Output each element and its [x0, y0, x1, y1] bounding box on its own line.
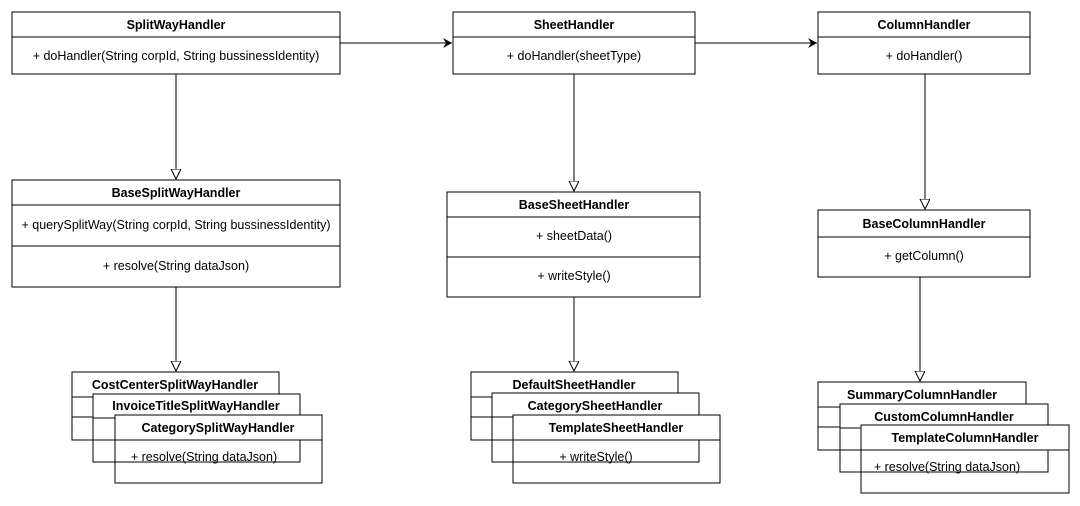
class-name: TemplateColumnHandler [891, 431, 1038, 445]
class-base-split-way-handler[interactable]: BaseSplitWayHandler + querySplitWay(Stri… [11, 179, 341, 288]
class-name: CustomColumnHandler [874, 410, 1014, 424]
class-base-column-handler[interactable]: BaseColumnHandler + getColumn() [817, 209, 1031, 278]
class-name: SheetHandler [534, 18, 615, 32]
class-template-column-handler[interactable]: TemplateColumnHandler [860, 424, 1070, 494]
method: + doHandler(sheetType) [507, 49, 641, 63]
class-name: DefaultSheetHandler [513, 378, 636, 392]
class-name: ColumnHandler [877, 18, 970, 32]
class-cost-center-split-way-handler[interactable]: CostCenterSplitWayHandler [71, 371, 280, 441]
method: + writeStyle() [537, 269, 610, 283]
method: + resolve(String dataJson) [131, 450, 277, 464]
class-column-handler[interactable]: ColumnHandler + doHandler() [817, 11, 1031, 75]
method: + resolve(String dataJson) [874, 460, 1020, 474]
class-summary-column-handler[interactable]: SummaryColumnHandler [817, 381, 1027, 451]
class-invoice-title-split-way-handler[interactable]: InvoiceTitleSplitWayHandler + resolve(St… [92, 393, 301, 464]
method: + resolve(String dataJson) [103, 259, 249, 273]
class-custom-column-handler[interactable]: CustomColumnHandler + resolve(String dat… [839, 403, 1049, 474]
class-name: SplitWayHandler [127, 18, 226, 32]
class-name: CategorySheetHandler [528, 399, 663, 413]
method: + getColumn() [884, 249, 964, 263]
method: + writeStyle() [559, 450, 632, 464]
class-name: CostCenterSplitWayHandler [92, 378, 258, 392]
class-name: BaseSplitWayHandler [112, 186, 241, 200]
method: + querySplitWay(String corpId, String bu… [21, 218, 330, 232]
method: + doHandler() [886, 49, 963, 63]
class-sheet-handler[interactable]: SheetHandler + doHandler(sheetType) [452, 11, 696, 75]
class-category-split-way-handler[interactable]: CategorySplitWayHandler [114, 414, 323, 484]
method: + doHandler(String corpId, String bussin… [33, 49, 320, 63]
class-name: SummaryColumnHandler [847, 388, 997, 402]
class-name: BaseSheetHandler [519, 198, 630, 212]
class-name: TemplateSheetHandler [549, 421, 684, 435]
class-template-sheet-handler[interactable]: TemplateSheetHandler [512, 414, 721, 484]
class-base-sheet-handler[interactable]: BaseSheetHandler + sheetData() + writeSt… [446, 191, 701, 298]
class-category-sheet-handler[interactable]: CategorySheetHandler + writeStyle() [491, 392, 700, 464]
class-name: InvoiceTitleSplitWayHandler [112, 399, 280, 413]
class-name: BaseColumnHandler [863, 217, 986, 231]
method: + sheetData() [536, 229, 612, 243]
class-name: CategorySplitWayHandler [141, 421, 294, 435]
class-split-way-handler[interactable]: SplitWayHandler + doHandler(String corpI… [11, 11, 341, 75]
